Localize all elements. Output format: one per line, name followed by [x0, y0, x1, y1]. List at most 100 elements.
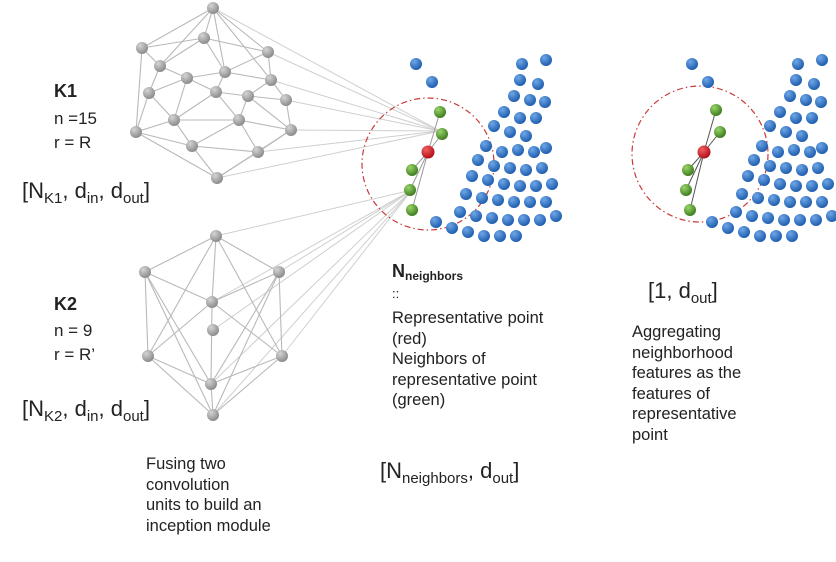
point-blue [410, 58, 422, 70]
point-blue [754, 230, 766, 242]
k2-title: K2 [54, 294, 78, 314]
neighbor-link-aggregated [685, 151, 705, 191]
k2-edge [212, 271, 280, 416]
point-blue [460, 188, 472, 200]
k1-edge [224, 51, 269, 73]
fusing-caption: Fusing two convolution units to build an… [146, 455, 271, 535]
point-blue [466, 170, 478, 182]
fan-edge-k2 [278, 189, 413, 273]
point-blue [780, 126, 792, 138]
k1-n-label: n =15 [54, 109, 98, 128]
point-blue [826, 210, 836, 222]
point-blue [546, 178, 558, 190]
point-blue [508, 90, 520, 102]
point-blue [730, 206, 742, 218]
k1-title: K1 [54, 81, 78, 101]
k1-edge [186, 71, 226, 79]
point-blue [462, 226, 474, 238]
k1-node [285, 124, 297, 136]
neighbor-edges-right [685, 109, 721, 211]
point-green [680, 184, 692, 196]
fan-edge-k1 [285, 99, 441, 132]
k2-edge [144, 235, 217, 273]
fan-edge-k2 [215, 189, 413, 237]
k1-node [280, 94, 292, 106]
point-blue [722, 222, 734, 234]
k1-edge [135, 92, 150, 133]
k1-node [233, 114, 245, 126]
k1-edge [135, 47, 143, 133]
k2-edge [147, 235, 217, 357]
k1-edge [135, 119, 175, 133]
point-blue [494, 230, 506, 242]
point-blue [780, 162, 792, 174]
point-blue [808, 78, 820, 90]
point-blue [530, 180, 542, 192]
k1-edge [238, 119, 292, 131]
fan-edge-k2 [212, 189, 413, 331]
k1-edge [203, 37, 269, 53]
k1-edge [135, 131, 193, 147]
point-blue [800, 196, 812, 208]
neighborhood-circle-right [631, 85, 769, 223]
k1-edge [212, 7, 272, 81]
point-green [404, 184, 416, 196]
point-blue [736, 188, 748, 200]
point-blue [516, 58, 528, 70]
point-blue [770, 230, 782, 242]
k2-tensor-shape: [NK2, din, dout] [22, 396, 150, 425]
point-blue [738, 226, 750, 238]
k2-edge [211, 301, 283, 357]
point-blue [530, 112, 542, 124]
point-blue [816, 196, 828, 208]
point-blue [514, 112, 526, 124]
k1-node [130, 126, 142, 138]
k1-node [198, 32, 210, 44]
point-blue [790, 74, 802, 86]
point-representative [697, 145, 711, 159]
k1-edge [159, 37, 205, 67]
k2-edge [215, 235, 280, 273]
point-green [710, 104, 722, 116]
k2-edge [211, 271, 280, 303]
k1-edge [141, 37, 205, 49]
point-blue [686, 58, 698, 70]
k2-node [273, 266, 285, 278]
point-blue [470, 210, 482, 222]
fan-edge-k2 [210, 189, 413, 385]
point-blue [815, 96, 827, 108]
point-blue [498, 178, 510, 190]
neighbors-title: Nneighbors [392, 261, 464, 283]
fan-edge-k1 [290, 129, 441, 132]
point-blue [794, 214, 806, 226]
point-blue [520, 130, 532, 142]
neighbor-link [427, 111, 441, 153]
neighbors-tensor-shape: [Nneighbors, dout] [380, 458, 520, 487]
aggregate-tensor-shape: [1, dout] [648, 278, 718, 307]
point-blue [502, 214, 514, 226]
point-blue [528, 146, 540, 158]
k2-edge [144, 271, 149, 357]
point-blue [748, 154, 760, 166]
k2-edge [278, 271, 283, 357]
k1-edge [173, 77, 188, 121]
k1-node [168, 114, 180, 126]
point-green [436, 128, 448, 140]
k1-tensor-shape: [NK1, din, dout] [22, 178, 150, 207]
point-blue [496, 146, 508, 158]
k1-node [186, 140, 198, 152]
k1-edge [173, 91, 217, 121]
point-blue [752, 192, 764, 204]
k1-edge [247, 95, 287, 101]
k2-r-label: r = R’ [54, 345, 96, 364]
point-green [714, 126, 726, 138]
neighbor-link-aggregated [689, 151, 705, 211]
point-blue [454, 206, 466, 218]
fan-edge-k2 [211, 189, 413, 303]
k2-node [205, 378, 217, 390]
k1-kernel-nodes [130, 2, 297, 184]
point-blue [510, 230, 522, 242]
point-blue [816, 54, 828, 66]
point-blue [524, 94, 536, 106]
point-blue [810, 214, 822, 226]
